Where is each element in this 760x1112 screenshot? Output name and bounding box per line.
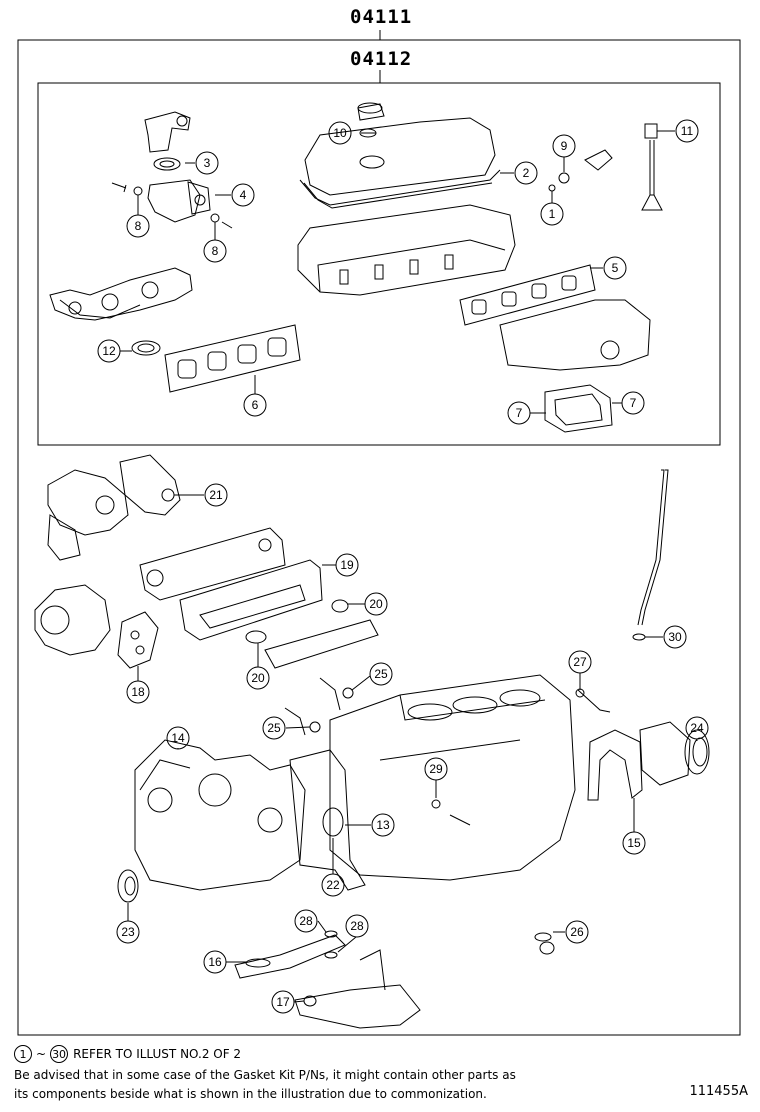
ref-end-circle: 30 [50,1045,69,1063]
callout-22 [321,873,345,897]
outer-kit-frame [17,39,741,1036]
callout-label: 5 [612,261,619,275]
callout-label: 24 [690,721,704,735]
callout-label: 26 [570,925,584,939]
callout-label: 20 [369,597,383,611]
callout-20b [246,666,270,690]
callout-label: 16 [208,955,222,969]
callout-7a [507,401,531,425]
reference-line: 1 ~ 30 REFER TO ILLUST NO.2 OF 2 [14,1043,241,1065]
callout-24 [685,716,709,740]
callout-label: 6 [252,398,259,412]
callout-27 [568,650,592,674]
callout-7b [621,391,645,415]
callout-label: 10 [333,126,347,140]
callout-label: 21 [209,488,223,502]
callout-label: 19 [340,558,354,572]
note-line-1: Be advised that in some case of the Gask… [14,1068,516,1082]
callout-label: 20 [251,671,265,685]
callout-3 [195,151,219,175]
callout-20a [364,592,388,616]
inner-kit-number: 04112 [350,48,413,70]
callout-label: 29 [429,762,443,776]
callout-1 [540,202,564,226]
callout-6 [243,393,267,417]
callout-21 [204,483,228,507]
callout-label: 12 [102,344,116,358]
ref-start-circle: 1 [14,1045,32,1063]
callout-2 [514,161,538,185]
callout-label: 13 [376,818,390,832]
callout-26 [565,920,589,944]
callout-label: 28 [299,914,313,928]
callout-label: 23 [121,925,135,939]
callout-28a [294,909,318,933]
note-line-2: its components beside what is shown in t… [14,1087,487,1101]
callout-label: 4 [240,188,247,202]
callout-label: 25 [374,667,388,681]
callout-23 [116,920,140,944]
callout-label: 3 [204,156,211,170]
callout-18 [126,680,150,704]
callout-9 [552,134,576,158]
callout-29 [424,757,448,781]
callout-label: 7 [630,396,637,410]
callout-10 [328,121,352,145]
callout-16 [203,950,227,974]
callout-label: 11 [681,124,694,138]
callout-15 [622,831,646,855]
callout-label: 14 [171,731,185,745]
callout-5 [603,256,627,280]
callout-label: 7 [516,406,523,420]
callout-14 [166,726,190,750]
callout-label: 27 [573,655,587,669]
ref-tilde: ~ [36,1047,47,1061]
callout-4 [231,183,255,207]
callout-label: 8 [135,219,142,233]
callout-label: 9 [561,139,568,153]
callout-label: 8 [212,244,219,258]
outer-kit-number: 04111 [350,6,413,28]
callout-label: 1 [549,207,556,221]
callout-30 [663,625,687,649]
illustration-code: 111455A [689,1084,748,1099]
callout-19 [335,553,359,577]
callout-label: 18 [131,685,145,699]
callout-13 [371,813,395,837]
callout-25a [369,662,393,686]
callout-label: 22 [326,878,340,892]
callout-label: 15 [627,836,641,850]
callout-label: 2 [523,166,530,180]
callout-8b [203,239,227,263]
callout-25b [262,716,286,740]
callout-label: 25 [267,721,281,735]
callout-label: 28 [350,919,364,933]
callout-17 [271,990,295,1014]
callout-8a [126,214,150,238]
ref-text: REFER TO ILLUST NO.2 OF 2 [73,1047,242,1061]
callout-28b [345,914,369,938]
callout-11 [675,119,699,143]
callout-label: 17 [276,995,290,1009]
callout-12 [97,339,121,363]
callout-label: 30 [668,630,682,644]
inner-kit-frame [37,82,721,446]
